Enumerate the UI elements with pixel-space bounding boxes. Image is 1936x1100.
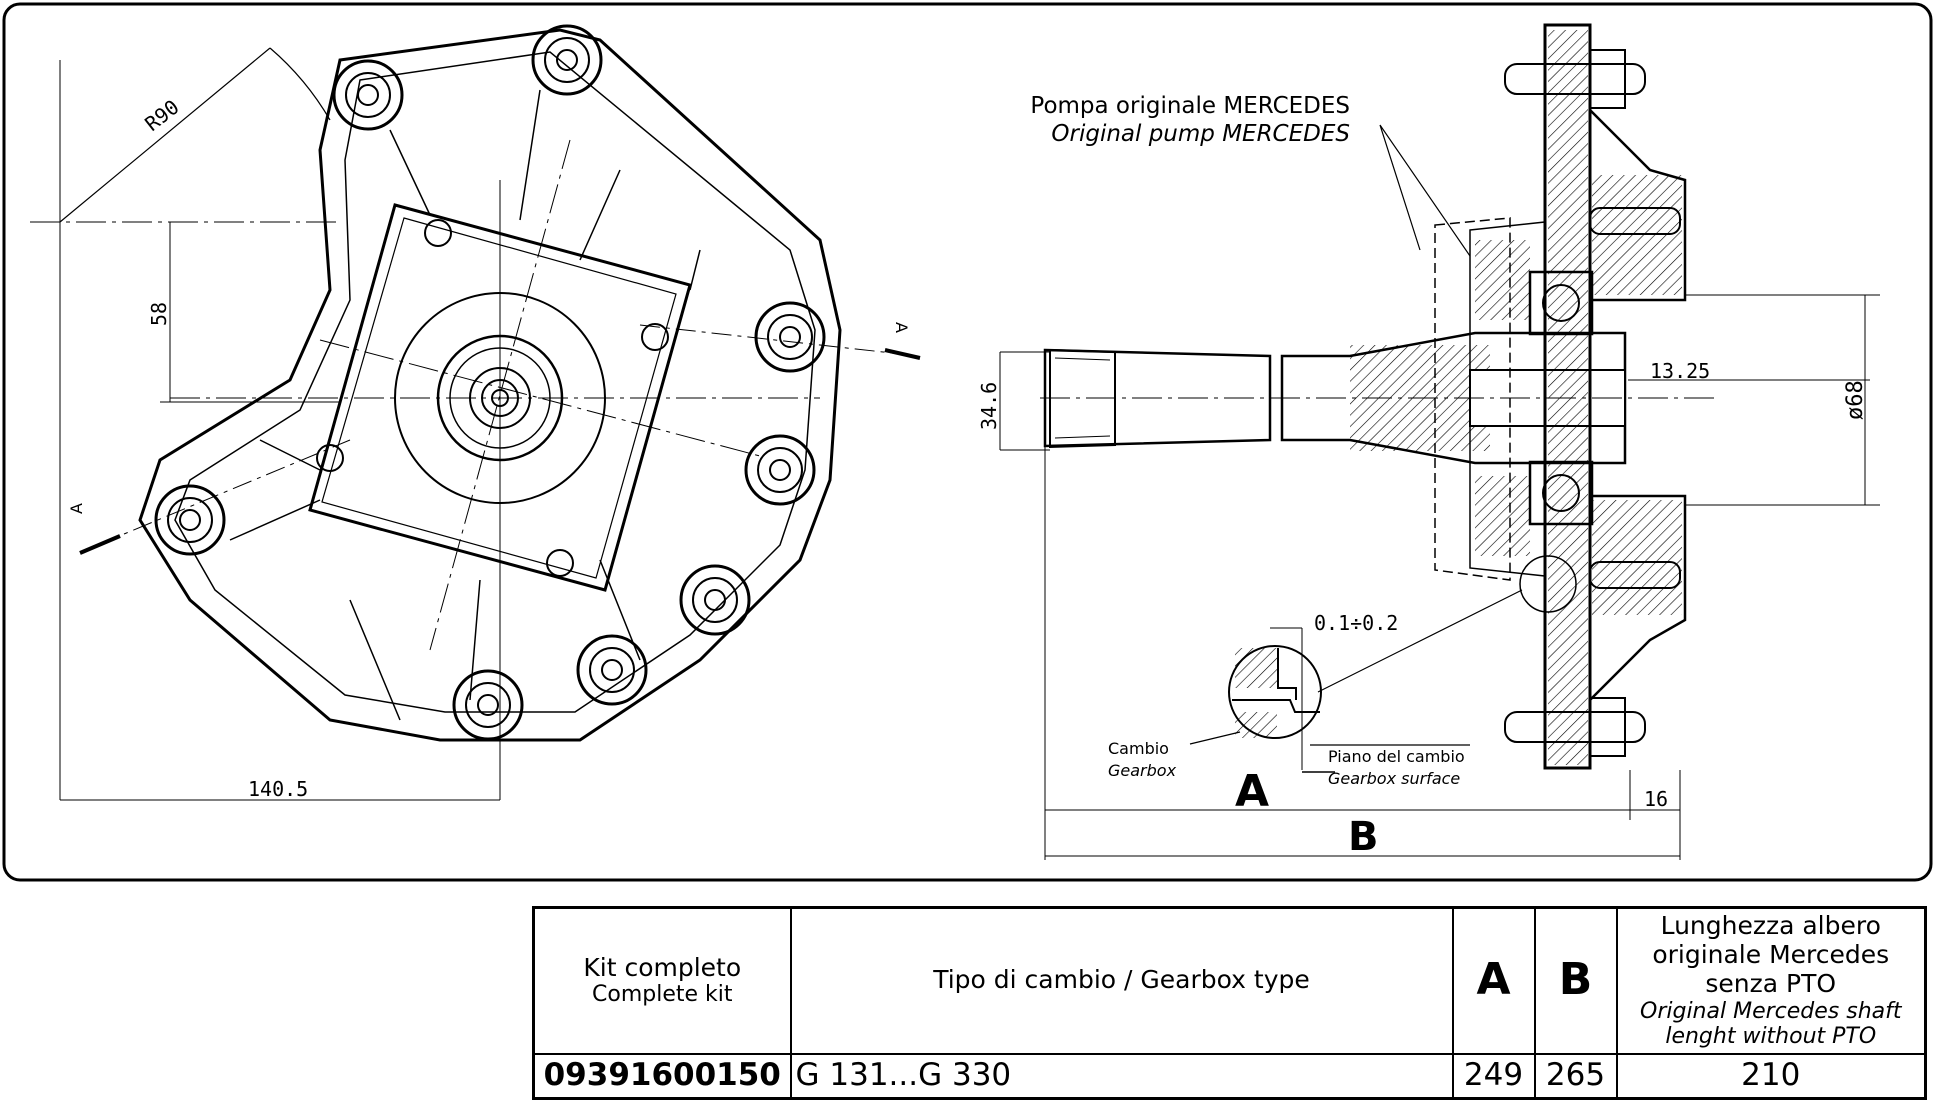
header-kit: Kit completo Complete kit	[532, 906, 792, 1055]
pump-label-en: Original pump MERCEDES	[1051, 121, 1350, 147]
dim-r90: R90	[140, 95, 183, 136]
dim-tolerance: 0.1÷0.2	[1314, 611, 1398, 635]
header-length-line2: originale Mercedes	[1652, 940, 1890, 970]
dim-34-6: 34.6	[977, 382, 1001, 430]
cell-gearbox-type: G 131...G 330	[789, 1052, 1454, 1099]
dim-140-5: 140.5	[248, 777, 308, 801]
dim-68: ø68	[1843, 380, 1868, 420]
header-kit-en: Complete kit	[592, 982, 733, 1008]
header-a: A	[1451, 906, 1536, 1055]
header-kit-it: Kit completo	[583, 952, 742, 982]
table-header-row: Kit completo Complete kit Tipo di cambio…	[532, 906, 1927, 1055]
piano-label-it: Piano del cambio	[1328, 747, 1465, 766]
table-row: 09391600150 G 131...G 330 249 265 210	[532, 1052, 1927, 1099]
dimension-label-b: B	[1348, 814, 1379, 860]
header-length: Lunghezza albero originale Mercedes senz…	[1615, 906, 1927, 1055]
bolt-group	[154, 24, 826, 741]
header-b: B	[1533, 906, 1618, 1055]
dim-16: 16	[1644, 787, 1668, 811]
cambio-label-it: Cambio	[1108, 739, 1169, 758]
cambio-label-en: Gearbox	[1108, 761, 1177, 780]
cell-a: 249	[1451, 1052, 1536, 1099]
header-type-label: Tipo di cambio / Gearbox type	[933, 965, 1310, 995]
spec-table: Kit completo Complete kit Tipo di cambio…	[532, 906, 1927, 1100]
cell-kit-code: 09391600150	[532, 1052, 792, 1099]
header-a-label: A	[1476, 954, 1511, 1006]
pump-label-it: Pompa originale MERCEDES	[1030, 93, 1350, 119]
dim-58: 58	[147, 302, 171, 326]
section-marker-a-top: A	[892, 322, 911, 333]
section-marker-a-bottom: A	[67, 503, 86, 514]
header-length-en1: Original Mercedes shaft	[1640, 998, 1902, 1024]
header-type: Tipo di cambio / Gearbox type	[789, 906, 1454, 1055]
drawing-frame	[2, 2, 1933, 882]
header-length-line3: senza PTO	[1705, 968, 1837, 998]
header-length-en2: lenght without PTO	[1665, 1023, 1877, 1049]
header-b-label: B	[1558, 954, 1593, 1006]
cell-b: 265	[1533, 1052, 1618, 1099]
technical-drawing: R90 58 140.5 A A	[2, 2, 1933, 882]
dim-13-25: 13.25	[1650, 359, 1710, 383]
side-view	[999, 23, 1880, 860]
piano-label-en: Gearbox surface	[1328, 769, 1460, 788]
detail-label-a: A	[1235, 766, 1269, 817]
cell-length: 210	[1615, 1052, 1927, 1099]
header-length-line1: Lunghezza albero	[1660, 911, 1881, 941]
front-view	[30, 24, 921, 801]
